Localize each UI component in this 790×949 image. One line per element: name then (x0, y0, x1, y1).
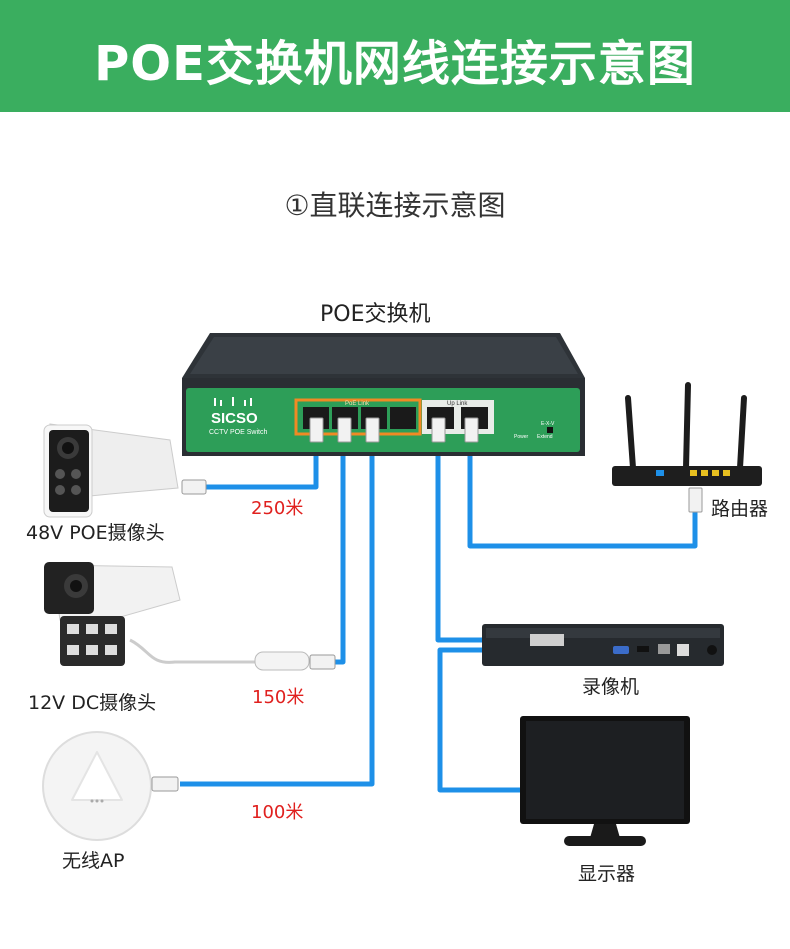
switch-label: POE交换机 (320, 302, 431, 327)
wireless-ap-label: 无线AP (62, 850, 125, 872)
camera-12v-icon (44, 562, 336, 671)
switch-model: CCTV POE Switch (209, 429, 267, 436)
rj45-plugs (309, 417, 479, 443)
monitor-icon (520, 716, 690, 846)
switch-brand: SICSO (211, 410, 258, 427)
cable-monitor (437, 647, 520, 793)
mode-label: E-X-V (541, 421, 555, 427)
router-label: 路由器 (711, 498, 769, 520)
poe-switch: SICSO CCTV POE Switch PoE Link Up Link E… (182, 333, 585, 456)
title-banner (0, 0, 790, 112)
router-icon (612, 382, 762, 513)
section-subtitle: ①直联连接示意图 (284, 189, 506, 222)
cable-nvr-a (435, 440, 484, 643)
cable-router (467, 440, 698, 549)
poe-group-label: PoE Link (345, 401, 370, 407)
distance-100: 100米 (251, 802, 304, 823)
poe-port-group (294, 398, 422, 436)
camera-48v-label: 48V POE摄像头 (26, 522, 165, 544)
extend-label: Extend (537, 434, 553, 440)
sicso-logo-icon (214, 397, 252, 406)
camera-48v-icon (43, 423, 207, 518)
power-label: Power (514, 434, 529, 440)
nvr-label: 录像机 (582, 676, 640, 698)
page-title: POE交换机网线连接示意图 (94, 36, 696, 92)
distance-250: 250米 (251, 498, 304, 519)
uplink-group-label: Up Link (447, 401, 468, 407)
cables (180, 440, 698, 793)
nvr-icon (482, 624, 724, 666)
cable-wireless-ap (180, 440, 375, 787)
monitor-label: 显示器 (578, 863, 636, 885)
distance-150: 150米 (252, 687, 305, 708)
wireless-ap-icon (42, 731, 179, 841)
camera-12v-label: 12V DC摄像头 (28, 692, 157, 714)
cable-12v-camera (335, 440, 346, 665)
